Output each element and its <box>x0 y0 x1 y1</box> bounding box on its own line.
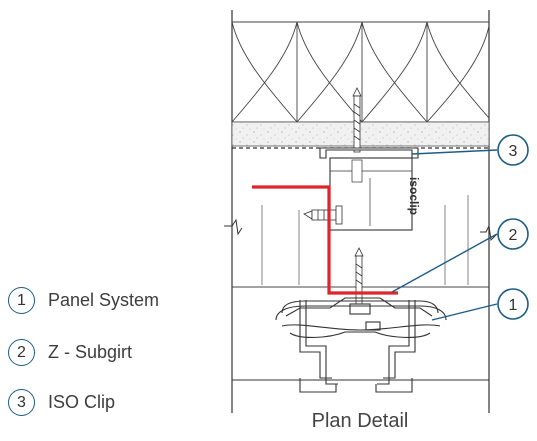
callout-3: 3 <box>497 134 529 166</box>
legend-item-panel-system: 1 Panel System <box>8 287 159 314</box>
callout-2-label: 2 <box>509 227 518 244</box>
sheathing-layer <box>231 121 490 149</box>
batt-insulation <box>231 21 490 123</box>
legend-item-iso-clip: 3 ISO Clip <box>8 389 115 416</box>
clip-brand-label: isoclip <box>407 177 421 215</box>
side-fastener <box>303 205 343 225</box>
callout-1-label: 1 <box>509 297 518 314</box>
iso-clip: isoclip <box>319 147 421 231</box>
legend-number-2: 2 <box>8 339 35 366</box>
callout-1: 1 <box>497 288 529 320</box>
legend-item-z-subgirt: 2 Z - Subgirt <box>8 339 132 366</box>
break-marks <box>224 218 498 242</box>
panel-system <box>232 297 489 393</box>
top-fastener <box>352 87 362 153</box>
callout-2: 2 <box>497 218 529 250</box>
legend-label-iso-clip: ISO Clip <box>48 392 116 412</box>
legend-label-panel-system: Panel System <box>48 290 160 310</box>
legend-number-3: 3 <box>8 389 35 416</box>
panel-fastener <box>354 247 364 305</box>
wall-outline <box>231 10 490 413</box>
legend-number-1: 1 <box>8 287 35 314</box>
callout-leaders <box>391 149 498 321</box>
callout-3-label: 3 <box>509 143 518 160</box>
drawing-caption: Plan Detail <box>311 410 409 432</box>
z-subgirt <box>252 185 398 295</box>
legend-label-z-subgirt: Z - Subgirt <box>48 342 133 362</box>
